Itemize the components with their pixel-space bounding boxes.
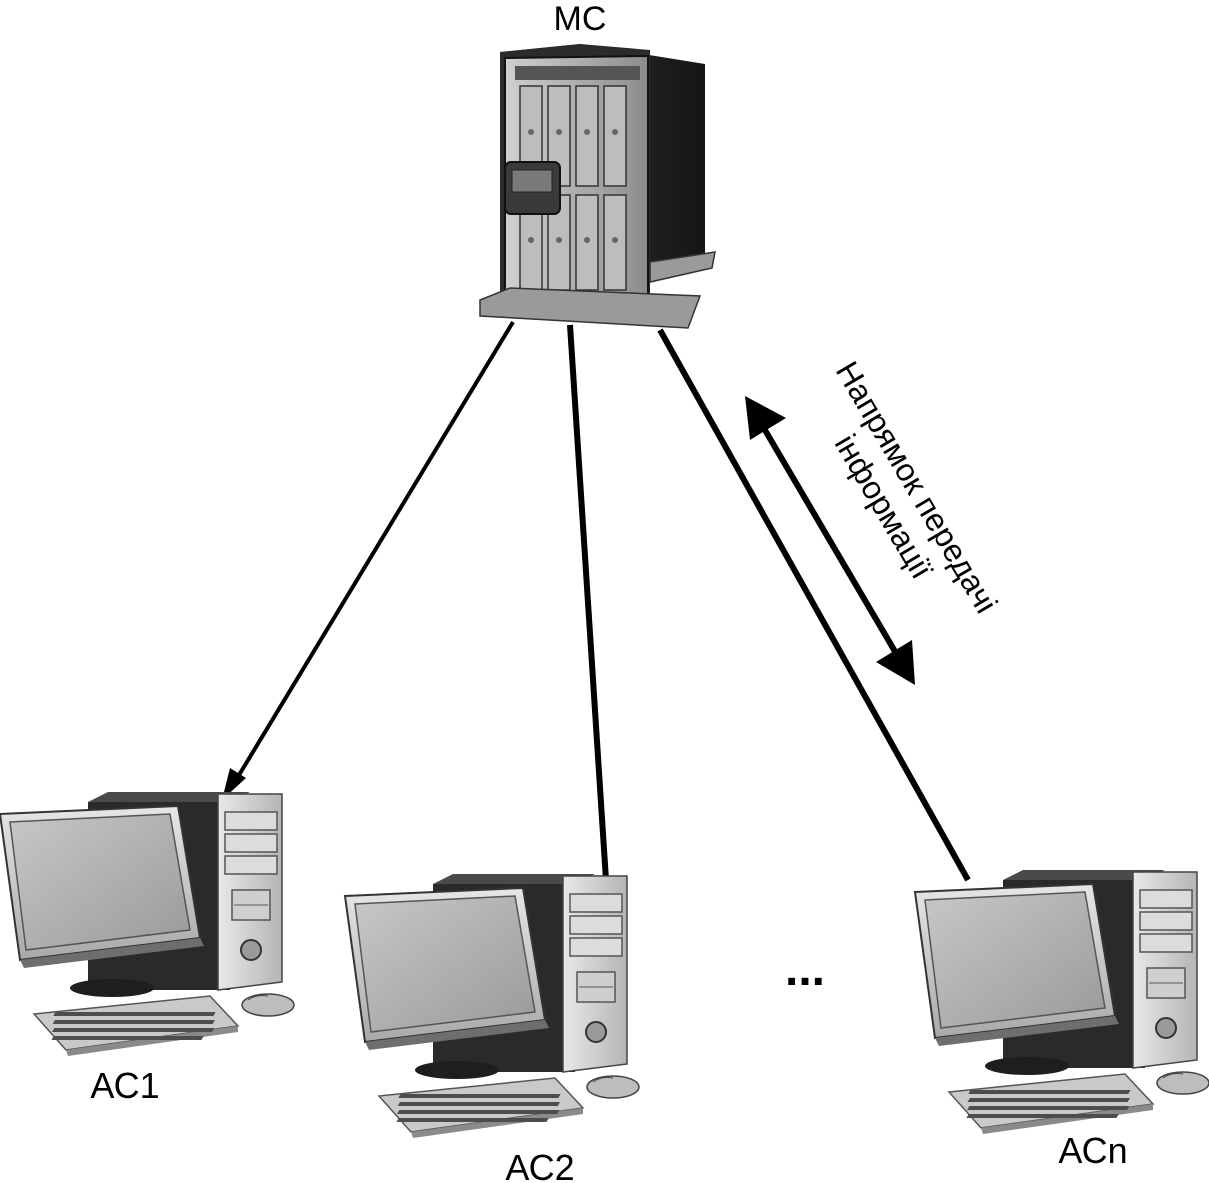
direction-arrowhead-down (876, 640, 915, 685)
workstation-ac1-label: АС1 (90, 1065, 159, 1106)
workstation-ac2-icon (344, 873, 640, 1139)
direction-arrow (745, 396, 915, 685)
ellipsis: ... (785, 943, 825, 996)
server-icon: МС (479, 0, 716, 329)
workstation-acn-icon (914, 869, 1209, 1135)
direction-arrowhead-up (745, 396, 786, 440)
link-ms-ac2 (567, 324, 609, 881)
workstation-ac1-icon (0, 791, 295, 1057)
server-label: МС (554, 0, 607, 38)
link-ms-acn (657, 328, 971, 882)
link-ms-ac1 (234, 320, 515, 782)
workstation-acn-label: АСn (1058, 1130, 1127, 1171)
direction-label: Напрямок передачі інформації (828, 355, 1005, 619)
workstation-ac2-label: АС2 (505, 1147, 574, 1183)
